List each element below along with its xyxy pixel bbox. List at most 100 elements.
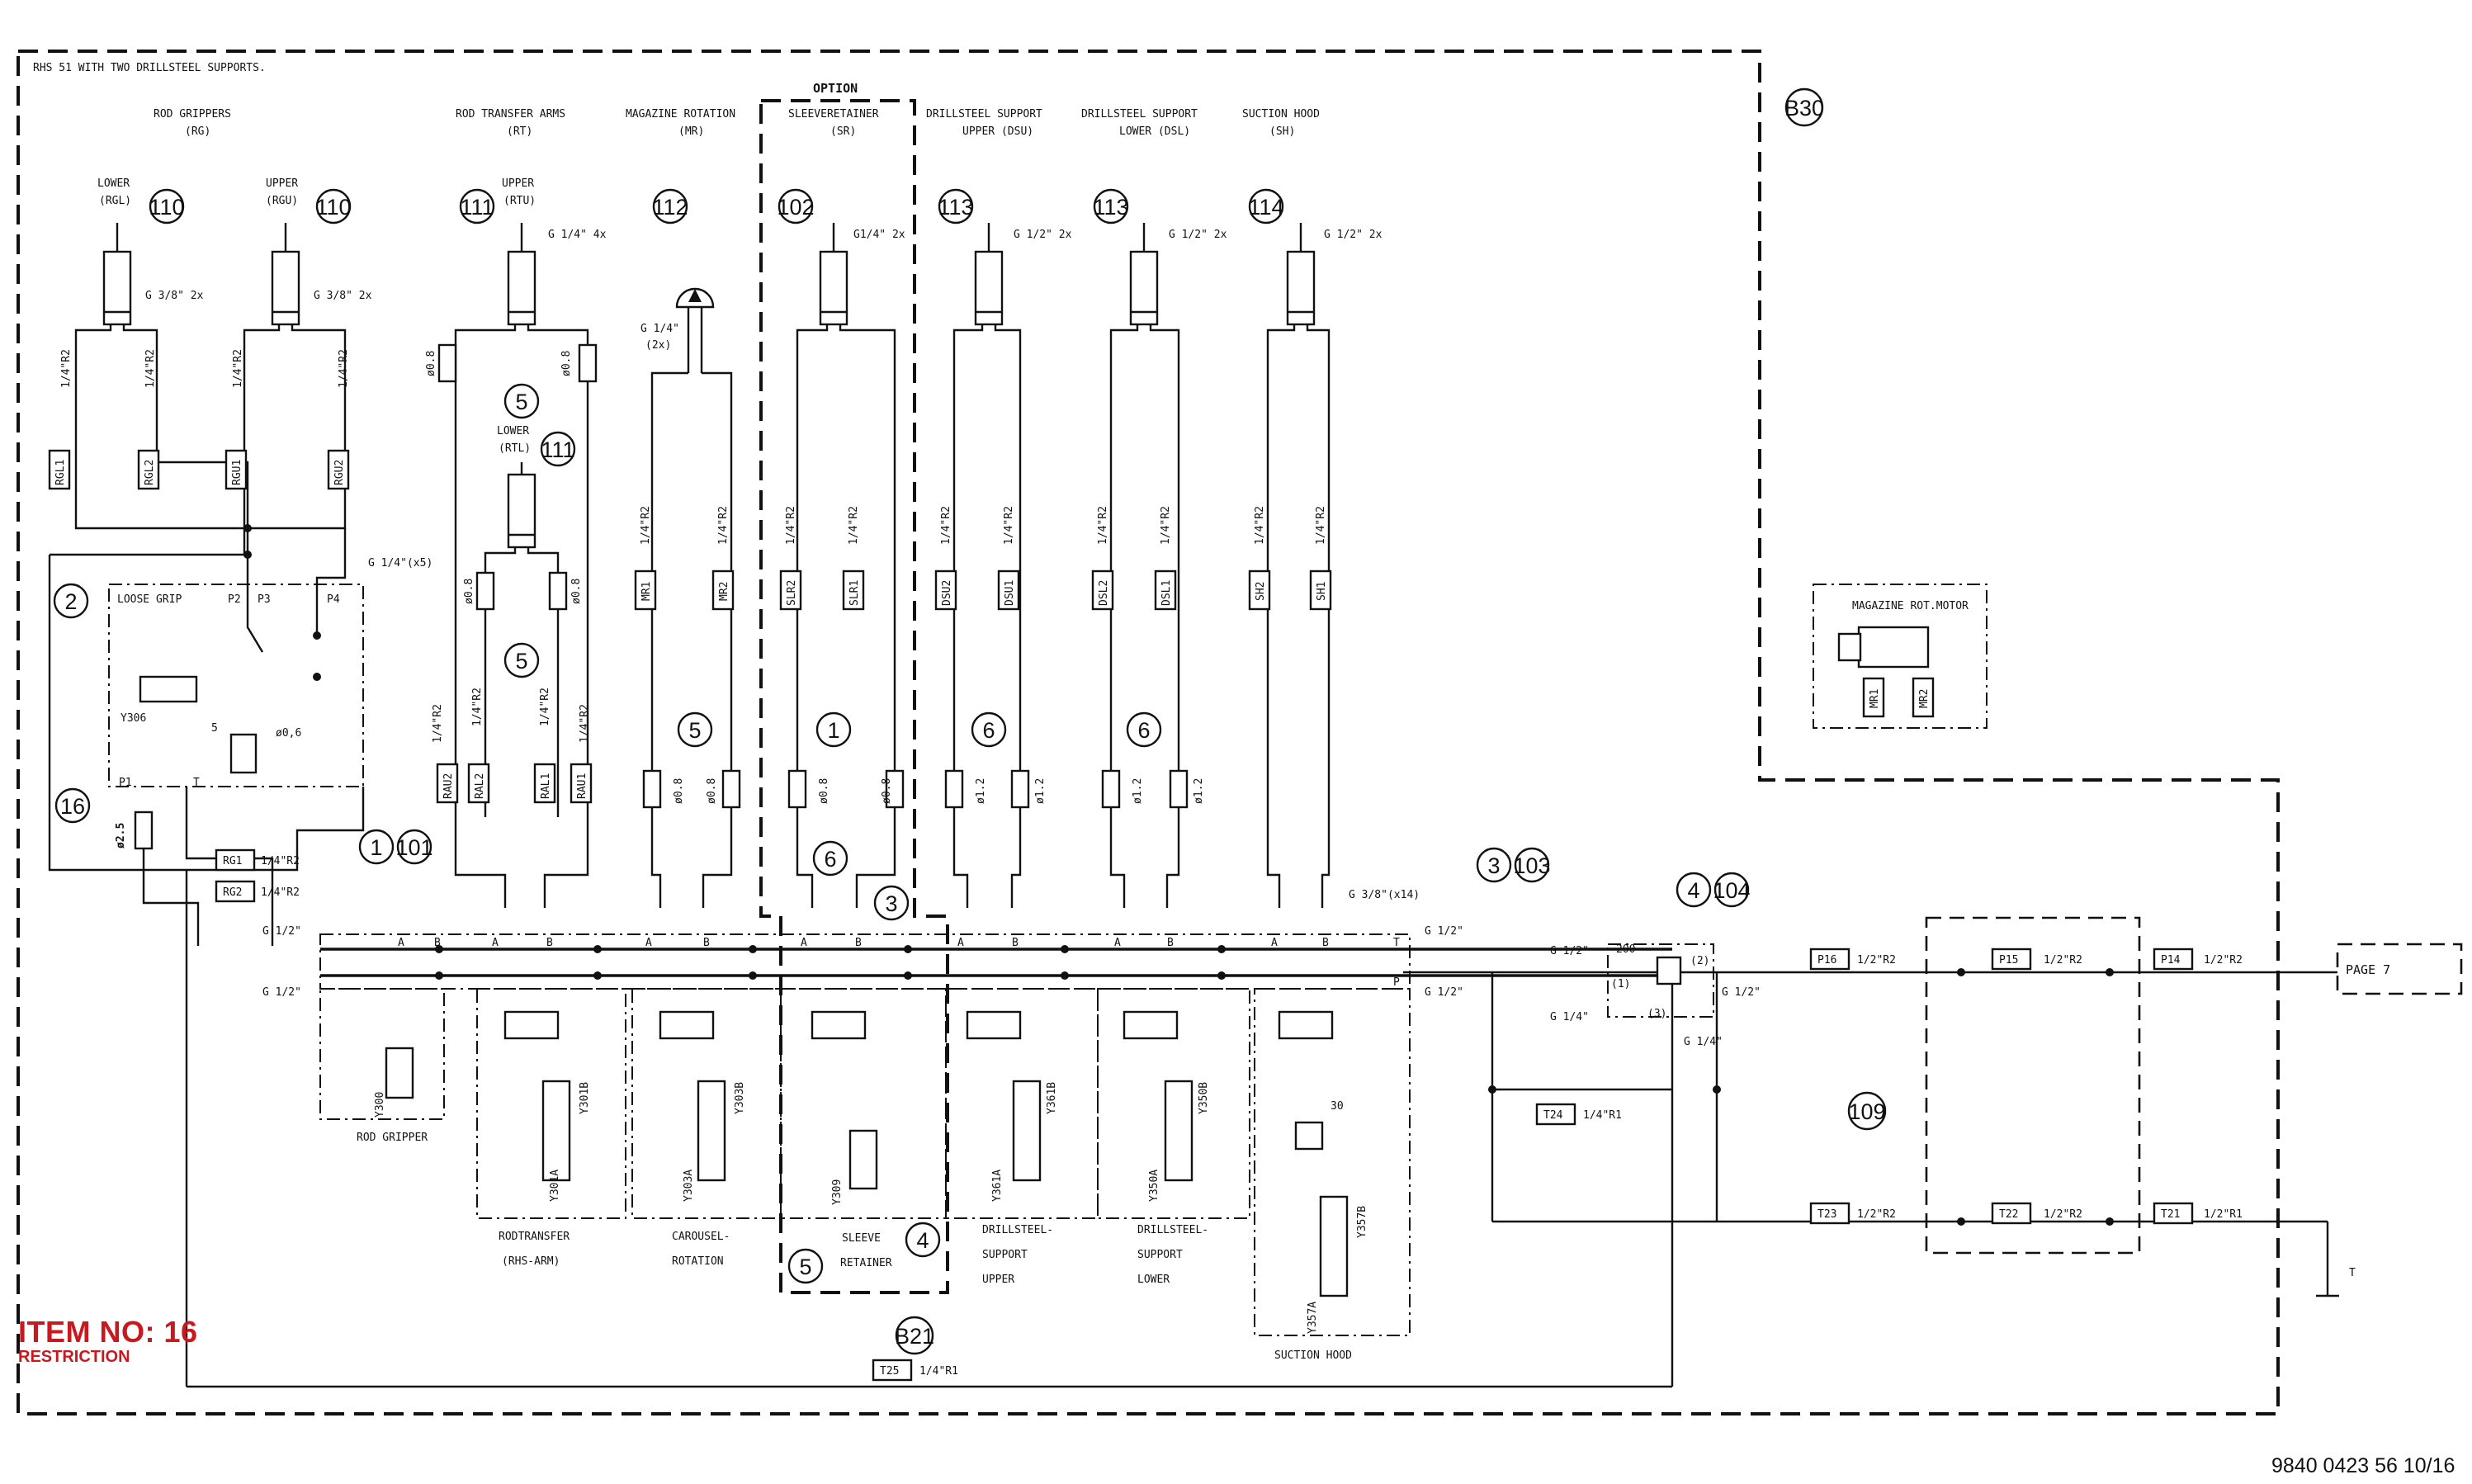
svg-text:CAROUSEL-: CAROUSEL- xyxy=(672,1231,730,1243)
svg-text:6: 6 xyxy=(1137,718,1150,743)
svg-text:1/2"R2: 1/2"R2 xyxy=(1857,954,1896,966)
svg-text:B: B xyxy=(703,937,710,949)
svg-text:G 3/8" 2x: G 3/8" 2x xyxy=(314,290,372,302)
svg-text:G 1/4"(x5): G 1/4"(x5) xyxy=(368,557,432,569)
cylinder-rgu xyxy=(271,223,300,326)
item-description: RESTRICTION xyxy=(18,1348,130,1366)
svg-text:ø0.8: ø0.8 xyxy=(673,778,685,804)
mr-code: (MR) xyxy=(678,125,704,138)
svg-text:T25: T25 xyxy=(880,1365,899,1378)
svg-text:SH1: SH1 xyxy=(1316,582,1328,601)
svg-text:T: T xyxy=(193,777,200,789)
section-labels: ROD GRIPPER RODTRANSFER (RHS-ARM) CAROUS… xyxy=(357,1132,1352,1362)
svg-text:1/4"R2: 1/4"R2 xyxy=(640,506,652,545)
svg-text:5: 5 xyxy=(799,1255,811,1279)
svg-text:G 1/2" 2x: G 1/2" 2x xyxy=(1014,229,1072,241)
svg-text:Y300: Y300 xyxy=(374,1092,386,1118)
page7-box xyxy=(2336,943,2463,995)
svg-text:1/2"R2: 1/2"R2 xyxy=(1857,1208,1896,1221)
svg-text:4: 4 xyxy=(916,1228,929,1253)
svg-text:T23: T23 xyxy=(1817,1208,1836,1221)
svg-text:1/4"R2: 1/4"R2 xyxy=(1254,506,1266,545)
rg-code: (RG) xyxy=(185,125,210,138)
svg-text:RAU1: RAU1 xyxy=(576,773,588,799)
svg-text:SUPPORT: SUPPORT xyxy=(1137,1249,1183,1261)
svg-text:LOWER: LOWER xyxy=(1137,1274,1170,1286)
svg-text:ø0.8: ø0.8 xyxy=(818,778,830,804)
svg-text:A: A xyxy=(1114,937,1121,949)
svg-text:G 1/4": G 1/4" xyxy=(1550,1011,1589,1023)
svg-text:101: 101 xyxy=(395,835,432,860)
svg-text:5: 5 xyxy=(688,718,701,743)
svg-text:SLR2: SLR2 xyxy=(786,580,798,606)
svg-text:3: 3 xyxy=(885,891,897,916)
svg-text:Y303B: Y303B xyxy=(734,1082,746,1114)
item-number: ITEM NO: 16 xyxy=(18,1315,198,1349)
cylinder-dsu xyxy=(974,223,1004,326)
sr-code: (SR) xyxy=(830,125,856,138)
svg-text:1/4"R2: 1/4"R2 xyxy=(432,704,444,743)
svg-text:G1/4" 2x: G1/4" 2x xyxy=(853,229,905,241)
svg-text:SLR1: SLR1 xyxy=(848,580,861,606)
balloon-103: 103 xyxy=(1513,847,1551,883)
svg-text:111: 111 xyxy=(541,437,574,462)
svg-text:1/2"R2: 1/2"R2 xyxy=(2044,1208,2082,1221)
svg-text:1/4"R2: 1/4"R2 xyxy=(144,349,157,388)
balloon-1a: 1 xyxy=(815,711,852,748)
svg-text:RGU1: RGU1 xyxy=(231,460,243,485)
svg-text:UPPER: UPPER xyxy=(982,1274,1014,1286)
svg-text:Y309: Y309 xyxy=(831,1179,844,1205)
page7-label: PAGE 7 xyxy=(2346,962,2390,977)
balloon-112: 112 xyxy=(652,188,688,224)
rgu-label: UPPER xyxy=(266,177,298,190)
svg-text:RAL1: RAL1 xyxy=(540,773,552,799)
svg-text:DSU1: DSU1 xyxy=(1004,580,1016,606)
svg-text:112: 112 xyxy=(652,195,688,220)
cylinder-rtl xyxy=(507,462,536,549)
hose-tags: RGL1 RGL2 RGU1 RGU2 RAU2 RAL2 RAL1 RAU1 … xyxy=(48,449,1935,804)
hose-lines xyxy=(48,324,1331,1387)
svg-text:G 1/2": G 1/2" xyxy=(1550,945,1589,957)
balloon-101: 101 xyxy=(395,829,433,865)
svg-text:P2: P2 xyxy=(228,593,241,606)
svg-text:1/4"R2: 1/4"R2 xyxy=(1315,506,1327,545)
svg-text:ø1.2: ø1.2 xyxy=(975,778,987,804)
svg-text:B: B xyxy=(855,937,862,949)
svg-text:DRILLSTEEL-: DRILLSTEEL- xyxy=(982,1224,1053,1236)
sh-title: SUCTION HOOD xyxy=(1242,108,1320,121)
svg-text:1: 1 xyxy=(370,835,382,860)
balloon-3b: 3 xyxy=(873,885,910,921)
svg-text:RG1: RG1 xyxy=(223,855,242,867)
loose-grip-labels: LOOSE GRIP P2 P3 P4 P1 T Y306 5 xyxy=(117,593,340,789)
svg-text:ø0,6: ø0,6 xyxy=(276,727,301,740)
svg-text:(1): (1) xyxy=(1611,978,1630,990)
b30-boundary xyxy=(17,50,2280,1415)
svg-text:A: A xyxy=(801,937,807,949)
svg-text:B30: B30 xyxy=(1784,96,1824,121)
svg-text:Y357A: Y357A xyxy=(1307,1302,1319,1334)
svg-text:1/4"R2: 1/4"R2 xyxy=(1003,506,1015,545)
balloon-2: 2 xyxy=(53,583,89,619)
svg-text:RAU2: RAU2 xyxy=(442,773,455,799)
item-callout: ITEM NO: 16 RESTRICTION xyxy=(18,1315,198,1366)
svg-text:ø0.8: ø0.8 xyxy=(881,778,893,804)
balloon-5a: 5 xyxy=(503,383,540,419)
svg-text:A: A xyxy=(398,937,404,949)
svg-text:P3: P3 xyxy=(258,593,271,606)
svg-text:113: 113 xyxy=(1093,195,1128,220)
svg-text:LOOSE GRIP: LOOSE GRIP xyxy=(117,593,182,606)
svg-text:P: P xyxy=(1393,976,1400,989)
motor-title: MAGAZINE ROT.MOTOR xyxy=(1852,600,1969,612)
svg-text:Y303A: Y303A xyxy=(683,1170,695,1202)
balloon-5b: 5 xyxy=(503,642,540,678)
svg-text:103: 103 xyxy=(1513,853,1550,878)
balloon-6a: 6 xyxy=(971,711,1007,748)
svg-text:6: 6 xyxy=(982,718,995,743)
svg-text:(3): (3) xyxy=(1647,1008,1666,1020)
svg-text:G 3/8" 2x: G 3/8" 2x xyxy=(145,290,204,302)
dsl-code: LOWER (DSL) xyxy=(1119,125,1190,138)
svg-text:SLEEVE: SLEEVE xyxy=(842,1232,881,1245)
